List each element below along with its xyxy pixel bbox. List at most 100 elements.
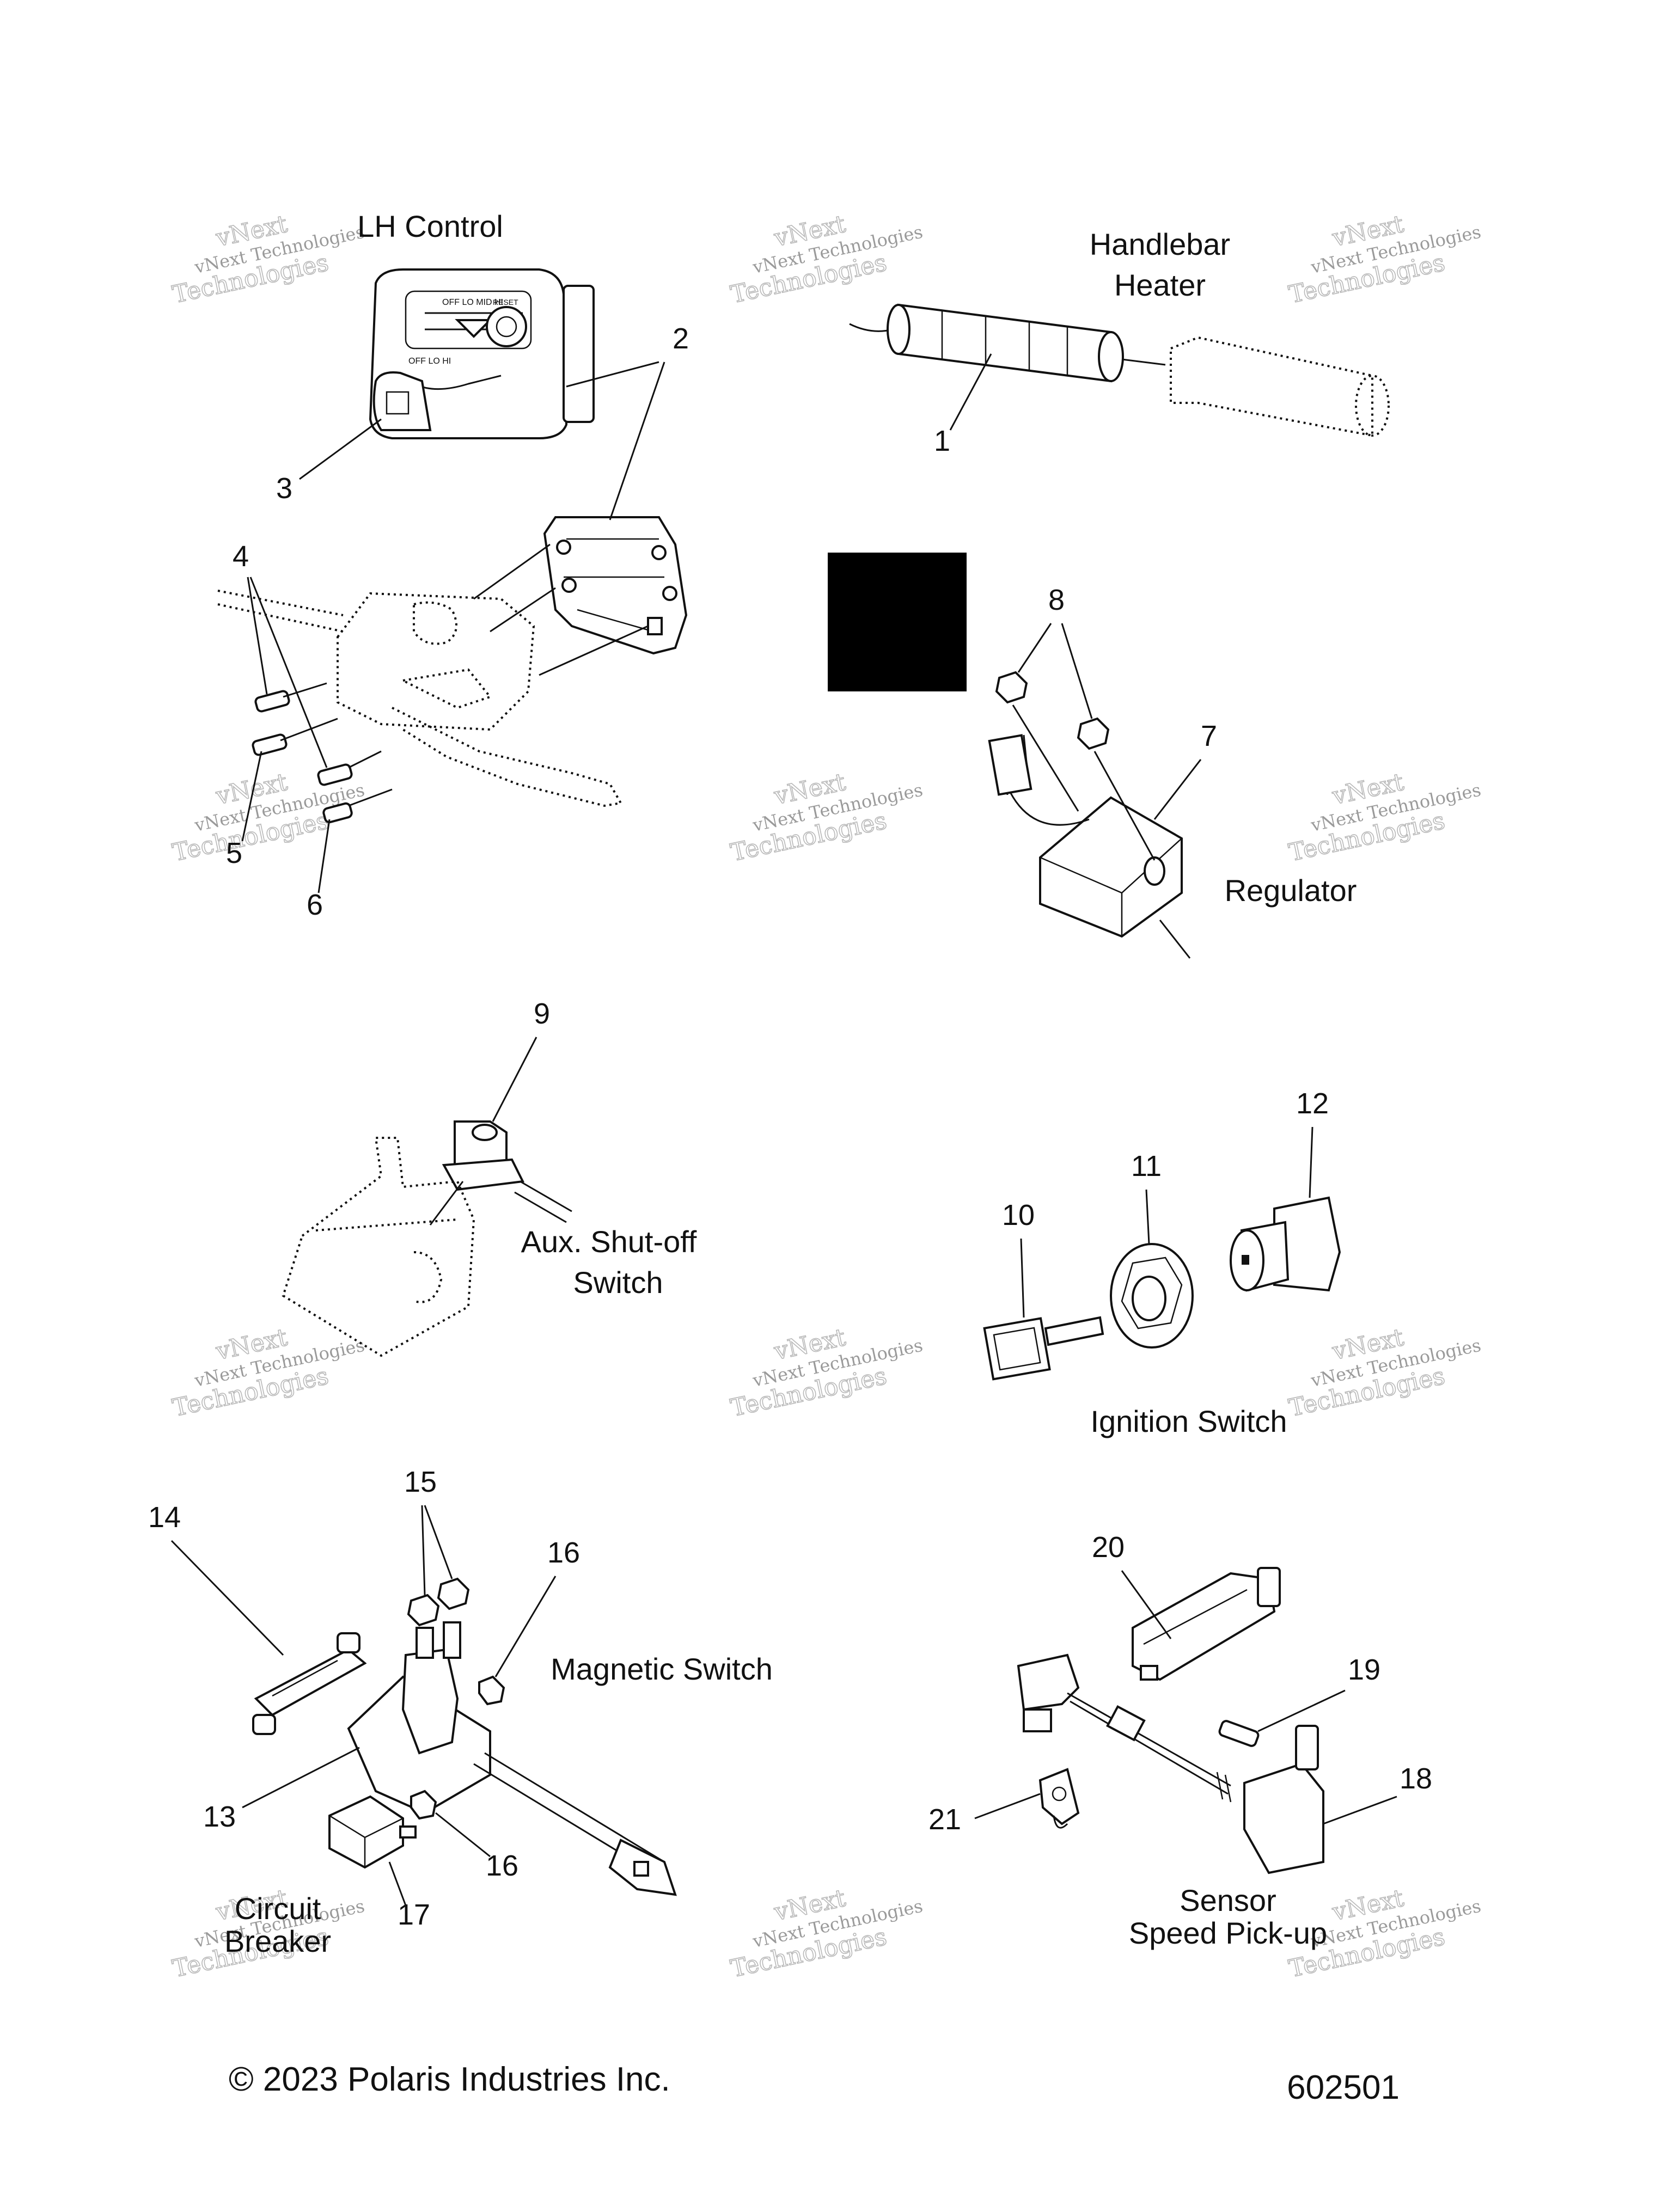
watermark: vNext vNext Technologies Technologies bbox=[1286, 210, 1483, 309]
callout-18-leader bbox=[1323, 1796, 1397, 1825]
callout-5-leader bbox=[241, 751, 262, 842]
callout-10: 10 bbox=[1002, 1199, 1035, 1231]
callout-7: 7 bbox=[1201, 720, 1217, 752]
callout-16-upper-leader bbox=[494, 1576, 557, 1677]
callout-21: 21 bbox=[928, 1803, 961, 1836]
watermarks: vNext vNext Technologies Technologies vN… bbox=[170, 210, 1483, 1983]
aux-housing-dotted bbox=[282, 1137, 475, 1357]
callout-2-leader bbox=[566, 361, 665, 520]
callout-15: 15 bbox=[404, 1466, 437, 1498]
callout-8-leader bbox=[1017, 623, 1093, 719]
callout-16-lower: 16 bbox=[486, 1849, 518, 1882]
sensor-title-1: Sensor bbox=[1180, 1883, 1276, 1917]
lh-control-housing[interactable]: OFF LO MID HI OFF LO HI RESET bbox=[369, 268, 595, 439]
callout-4: 4 bbox=[233, 540, 249, 573]
circuit-breaker-title-1: Circuit bbox=[235, 1891, 321, 1926]
switch-label-top: OFF LO MID HI bbox=[442, 298, 503, 307]
sensor-title-2: Speed Pick-up bbox=[1129, 1916, 1327, 1950]
regulator-group: Regulator 8 7 bbox=[988, 584, 1357, 959]
watermark: vNext vNext Technologies Technologies bbox=[170, 1323, 366, 1423]
callout-5: 5 bbox=[226, 837, 242, 869]
callout-1: 1 bbox=[934, 425, 950, 457]
ignition-key[interactable] bbox=[983, 1316, 1104, 1381]
watermark: vNext vNext Technologies Technologies bbox=[1286, 1323, 1483, 1423]
aux-shutoff-title-1: Aux. Shut-off bbox=[521, 1224, 697, 1259]
callout-19-leader bbox=[1257, 1689, 1346, 1732]
aux-shutoff-title-2: Switch bbox=[573, 1265, 663, 1300]
watermark: vNext vNext Technologies Technologies bbox=[170, 210, 366, 309]
speed-sensor-group: Sensor Speed Pick-up 20 19 18 bbox=[928, 1531, 1432, 1950]
ignition-nut[interactable] bbox=[1110, 1243, 1194, 1349]
handlebar-mount-dotted bbox=[217, 590, 623, 807]
handlebar-heater-title-2: Heater bbox=[1114, 268, 1206, 302]
bolt-19[interactable] bbox=[1218, 1720, 1260, 1747]
callout-13-leader bbox=[242, 1747, 360, 1809]
aux-shutoff-group: Aux. Shut-off Switch 9 bbox=[282, 997, 697, 1357]
ignition-switch-group: Ignition Switch 10 11 12 bbox=[983, 1087, 1341, 1438]
aux-shutoff-switch[interactable] bbox=[442, 1120, 572, 1223]
callout-9-leader bbox=[492, 1037, 537, 1122]
callout-4-leader bbox=[247, 577, 328, 768]
callout-14: 14 bbox=[148, 1501, 181, 1534]
handlebar-heater-group: Handlebar Heater 1 bbox=[849, 227, 1390, 457]
callout-20: 20 bbox=[1092, 1531, 1125, 1564]
callout-14-leader bbox=[170, 1540, 284, 1656]
ignition-switch-title: Ignition Switch bbox=[1090, 1404, 1287, 1438]
callout-2: 2 bbox=[673, 322, 689, 355]
lh-control-title: LH Control bbox=[357, 209, 503, 243]
callout-8: 8 bbox=[1048, 584, 1065, 616]
callout-10-leader bbox=[1020, 1238, 1025, 1318]
sensor-bracket-20[interactable] bbox=[1132, 1567, 1281, 1681]
redaction-block bbox=[828, 553, 967, 691]
speed-sensor-18[interactable] bbox=[1017, 1653, 1324, 1874]
callout-13: 13 bbox=[203, 1800, 236, 1833]
callout-6-leader bbox=[317, 819, 331, 893]
regulator-nuts[interactable] bbox=[995, 671, 1110, 750]
callout-9: 9 bbox=[534, 997, 550, 1030]
watermark: vNext vNext Technologies Technologies bbox=[1286, 768, 1483, 867]
circuit-breaker-17[interactable] bbox=[328, 1795, 417, 1869]
ignition-switch-body[interactable] bbox=[1230, 1196, 1341, 1292]
callout-3: 3 bbox=[276, 472, 292, 505]
switch-label-bottom: OFF LO HI bbox=[408, 357, 451, 366]
callout-16-upper: 16 bbox=[547, 1536, 580, 1569]
regulator-leader-lines bbox=[1012, 704, 1191, 959]
heater-element[interactable] bbox=[849, 303, 1124, 383]
lh-control-cover[interactable] bbox=[543, 516, 688, 655]
clip-21[interactable] bbox=[1038, 1768, 1080, 1829]
callout-12-leader bbox=[1309, 1126, 1313, 1198]
regulator-title: Regulator bbox=[1225, 873, 1357, 908]
callout-16-lower-leader bbox=[435, 1812, 491, 1858]
magnetic-switch-title: Magnetic Switch bbox=[551, 1652, 773, 1686]
magnetic-switch-group: Magnetic Switch 14 bbox=[148, 1466, 773, 1958]
circuit-breaker-title-2: Breaker bbox=[224, 1924, 331, 1958]
magnetic-switch-nuts-15[interactable] bbox=[407, 1577, 470, 1627]
key-slot bbox=[1242, 1255, 1249, 1265]
assembly-leader-lines bbox=[473, 543, 649, 676]
copyright-text: © 2023 Polaris Industries Inc. bbox=[229, 2061, 670, 2098]
watermark: vNext vNext Technologies Technologies bbox=[728, 768, 925, 867]
mounting-bracket-14[interactable] bbox=[252, 1632, 367, 1735]
callout-19: 19 bbox=[1348, 1653, 1380, 1686]
callout-17: 17 bbox=[398, 1898, 430, 1931]
screw-leader-lines bbox=[280, 682, 393, 807]
callout-3-leader bbox=[299, 418, 382, 480]
callout-21-leader bbox=[974, 1793, 1041, 1819]
heater-axis-line bbox=[1121, 358, 1166, 366]
callout-11-leader bbox=[1145, 1189, 1150, 1245]
callout-17-leader bbox=[388, 1861, 407, 1906]
magnetic-switch-body[interactable] bbox=[347, 1621, 677, 1896]
screw-6[interactable] bbox=[322, 802, 353, 824]
lh-control-group: LH Control OFF LO MID HI OFF LO HI RESET bbox=[217, 209, 689, 921]
screw-5[interactable] bbox=[252, 733, 288, 756]
regulator-body[interactable] bbox=[988, 734, 1183, 938]
watermark: vNext vNext Technologies Technologies bbox=[728, 1884, 925, 1983]
terminal-nuts-16[interactable] bbox=[410, 1675, 505, 1820]
callout-12: 12 bbox=[1296, 1087, 1329, 1120]
aux-switch-leader bbox=[429, 1181, 464, 1226]
watermark: vNext vNext Technologies Technologies bbox=[728, 210, 925, 309]
handlebar-grip-dotted bbox=[1170, 336, 1390, 437]
callout-15-leader bbox=[421, 1505, 453, 1596]
screw-4[interactable] bbox=[254, 690, 353, 786]
